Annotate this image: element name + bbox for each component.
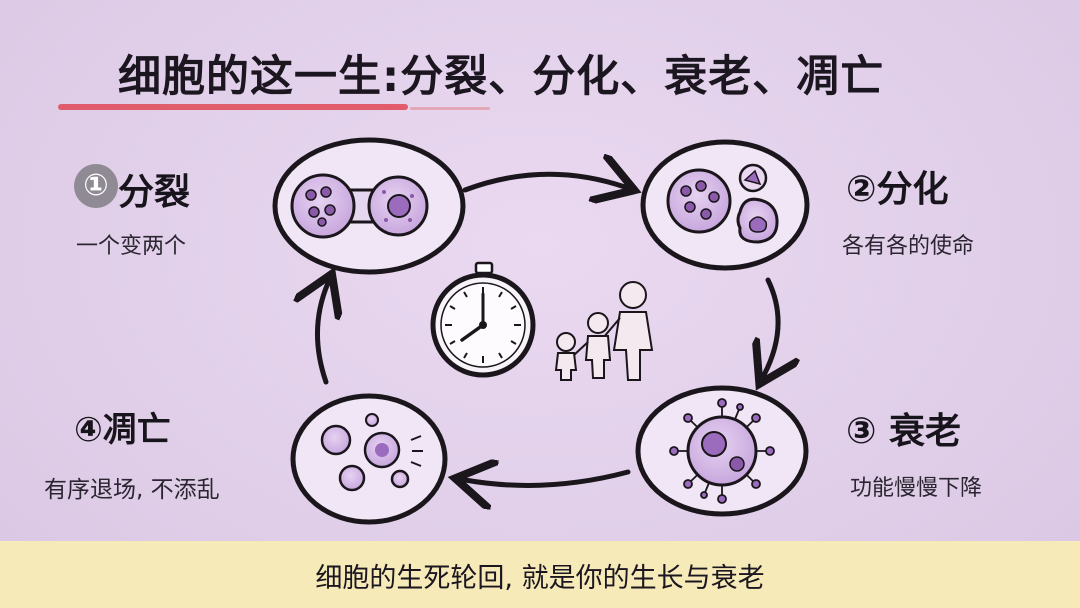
stage-2-name: 分化: [876, 169, 949, 210]
page-title: 细胞的这一生:分裂、分化、衰老、凋亡: [118, 52, 885, 102]
title-underline-tail: [410, 107, 490, 110]
differentiation-cell-illustration: [640, 139, 810, 271]
stage-4-description: 有序退场, 不添乱: [44, 477, 220, 503]
stage-3-name: 衰老: [889, 411, 962, 452]
senescence-cell-illustration: [635, 385, 809, 517]
arrow-division-to-differentiation: [462, 174, 625, 190]
stage-2-heading: ②分化: [846, 160, 949, 212]
stage-3-number: ③: [846, 411, 877, 452]
arrow-senescence-to-apoptosis: [465, 472, 631, 485]
stage-2-description: 各有各的使命: [842, 234, 975, 259]
apoptosis-cell-illustration: [290, 393, 448, 525]
title-underline: [58, 104, 408, 110]
stage-2-number: ②: [846, 169, 877, 210]
stage-4-number: ④: [74, 410, 103, 450]
family-icon: [554, 281, 654, 381]
stage-3-heading: ③ 衰老: [846, 402, 961, 454]
stage-1-description: 一个变两个: [76, 234, 187, 259]
caption-text: 细胞的生死轮回, 就是你的生长与衰老: [315, 563, 765, 594]
arrow-apoptosis-to-division: [317, 283, 328, 385]
division-cell-illustration: [272, 137, 466, 275]
stage-4-name: 凋亡: [102, 410, 171, 450]
stage-3-description: 功能慢慢下降: [850, 476, 983, 501]
stopwatch-icon: [430, 261, 536, 378]
arrow-differentiation-to-senescence: [764, 277, 778, 375]
stage-1-heading: 分裂: [118, 172, 191, 213]
stage-1-number: ①: [74, 164, 118, 208]
stage-4-heading: ④凋亡: [74, 402, 171, 451]
caption-band: [0, 541, 1080, 608]
cell-lifecycle-diagram: [272, 137, 810, 525]
